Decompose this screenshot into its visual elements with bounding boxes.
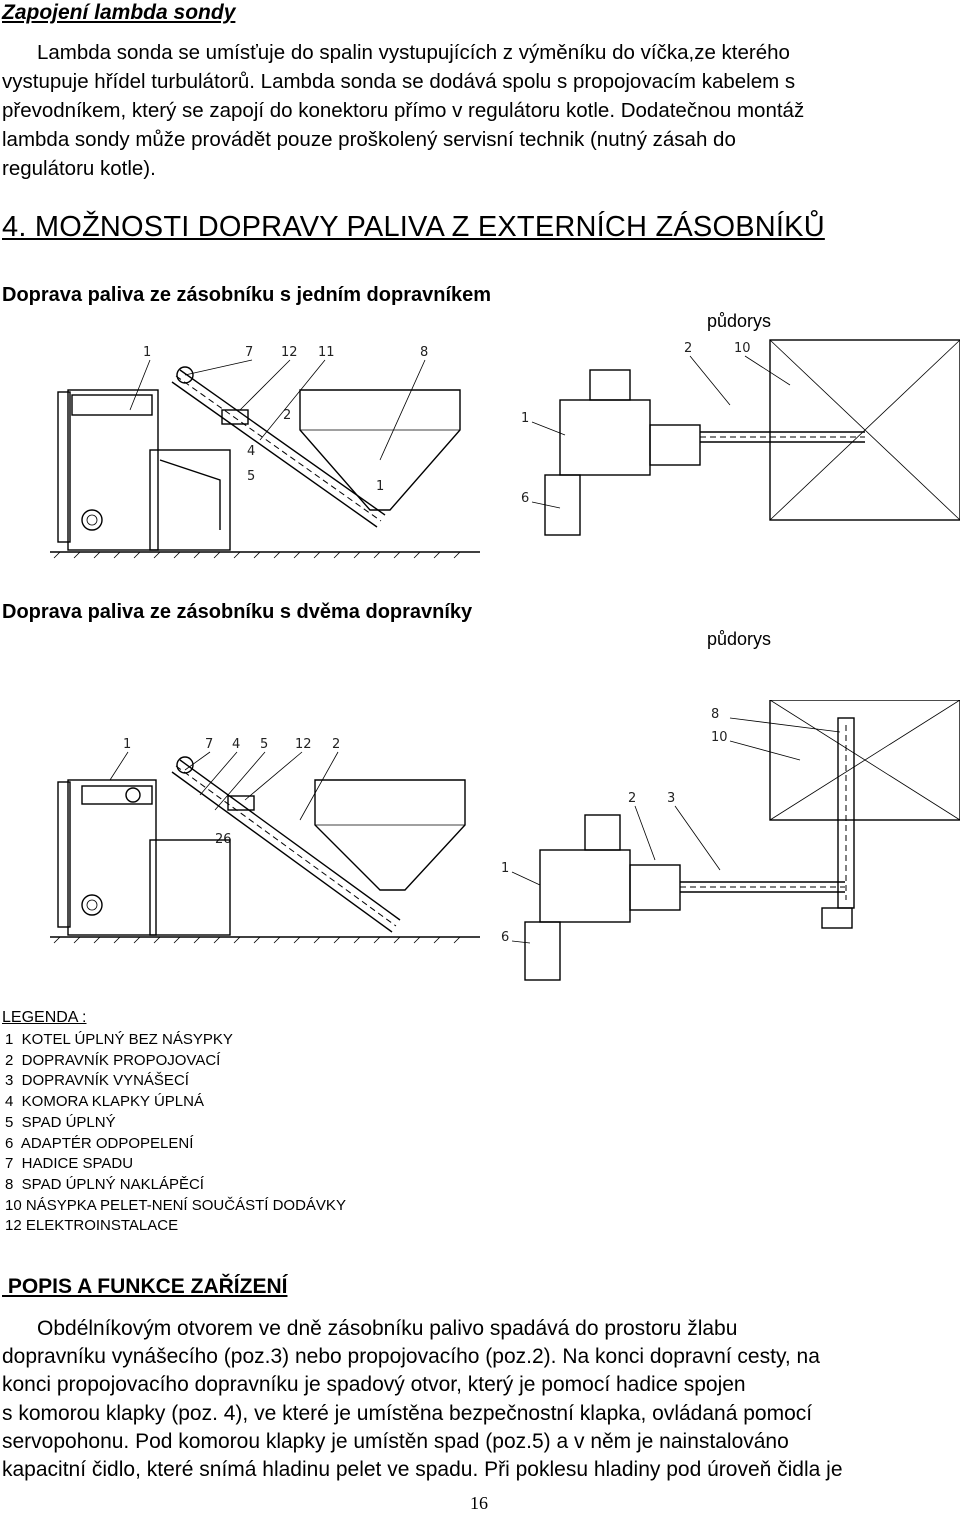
legend-item: 12 ELEKTROINSTALACE [5, 1217, 179, 1235]
lambda-line-3: převodníkem, který se zapojí do konektor… [2, 99, 805, 122]
popis-title: POPIS A FUNKCE ZAŘÍZENÍ [2, 1275, 288, 1298]
v2-plan-callout-10: 10 [711, 730, 728, 745]
section-title: Zapojení lambda sondy [2, 1, 236, 24]
popis-line: konci propojovacího dopravníku je spadov… [2, 1373, 746, 1397]
legend-title: LEGENDA : [2, 1009, 87, 1026]
legend-item: 4 KOMORA KLAPKY ÚPLNÁ [5, 1093, 204, 1111]
v1-plan-callout-10: 10 [734, 341, 751, 356]
legend-item: 2 DOPRAVNÍK PROPOJOVACÍ [5, 1051, 221, 1069]
legend-item: 10 NÁSYPKA PELET-NENÍ SOUČÁSTÍ DODÁVKY [5, 1196, 346, 1214]
v1-plan-callout-1: 1 [521, 411, 529, 426]
v1-plan-callout-6: 6 [521, 491, 529, 506]
v1-callout-5: 5 [247, 469, 255, 484]
variant2-title: Doprava paliva ze zásobníku s dvěma dopr… [2, 601, 473, 623]
v2-plan-callout-6: 6 [501, 930, 509, 945]
chapter-heading: 4. MOŽNOSTI DOPRAVY PALIVA Z EXTERNÍCH Z… [2, 211, 825, 243]
legend-list: 1 KOTEL ÚPLNÝ BEZ NÁSYPKY 2 DOPRAVNÍK PR… [5, 1030, 346, 1237]
lambda-line-2: vystupuje hřídel turbulátorů. Lambda son… [2, 70, 796, 93]
v2-plan-callout-2: 2 [628, 791, 636, 806]
variant2-diagram: 1 7 4 5 12 2 26 8 10 2 3 1 6 [50, 700, 960, 981]
v1-callout-11: 11 [318, 345, 335, 360]
v1-callout-12: 12 [281, 345, 298, 360]
legend-item: 5 SPAD ÚPLNÝ [5, 1113, 116, 1131]
lambda-line-4: lambda sondy může provádět pouze proškol… [2, 128, 736, 151]
legend-item: 1 KOTEL ÚPLNÝ BEZ NÁSYPKY [5, 1031, 233, 1048]
popis-line: kapacitní čidlo, které snímá hladinu pel… [2, 1458, 843, 1482]
legend-item: 3 DOPRAVNÍK VYNÁŠECÍ [5, 1072, 189, 1090]
v2-callout-4: 4 [232, 737, 240, 752]
v2-callout-2: 2 [332, 737, 340, 752]
legend-item: 7 HADICE SPADU [5, 1155, 134, 1173]
lambda-line-5: regulátoru kotle). [2, 157, 156, 180]
popis-body: Obdélníkovým otvorem ve dně zásobníku pa… [2, 1315, 960, 1484]
v2-callout-1: 1 [123, 737, 131, 752]
v1-callout-1: 1 [143, 345, 151, 360]
v2-plan-callout-3: 3 [667, 791, 675, 806]
popis-line: Obdélníkovým otvorem ve dně zásobníku pa… [37, 1317, 738, 1340]
page-number: 16 [470, 1493, 488, 1513]
legend-item: 8 SPAD ÚPLNÝ NAKLÁPĚCÍ [5, 1175, 204, 1193]
v1-callout-1b: 1 [376, 479, 384, 494]
v2-plan-callout-1: 1 [501, 861, 509, 876]
v2-callout-12: 12 [295, 737, 312, 752]
v2-plan-callout-8: 8 [711, 707, 719, 722]
variant2-plan-label: půdorys [707, 629, 772, 649]
v2-callout-7: 7 [205, 737, 213, 752]
v1-callout-8: 8 [420, 345, 428, 360]
variant1-title: Doprava paliva ze zásobníku s jedním dop… [2, 284, 492, 306]
popis-line: servopohonu. Pod komorou klapky je umíst… [2, 1429, 789, 1453]
variant1-plan-label: půdorys [707, 311, 772, 331]
v1-callout-2: 2 [283, 408, 291, 423]
lambda-line-1: Lambda sonda se umísťuje do spalin vystu… [37, 41, 790, 64]
v1-plan-callout-2: 2 [684, 341, 692, 356]
variant1-diagram: 1 7 12 11 8 2 4 5 1 2 10 1 6 [50, 339, 960, 559]
popis-line: s komorou klapky (poz. 4), ve které je u… [2, 1401, 813, 1425]
popis-line: dopravníku vynášecího (poz.3) nebo propo… [2, 1345, 820, 1369]
v1-callout-7: 7 [245, 345, 253, 360]
legend-item: 6 ADAPTÉR ODPOPELENÍ [5, 1134, 194, 1152]
v1-callout-4: 4 [247, 444, 255, 459]
v2-callout-5: 5 [260, 737, 268, 752]
